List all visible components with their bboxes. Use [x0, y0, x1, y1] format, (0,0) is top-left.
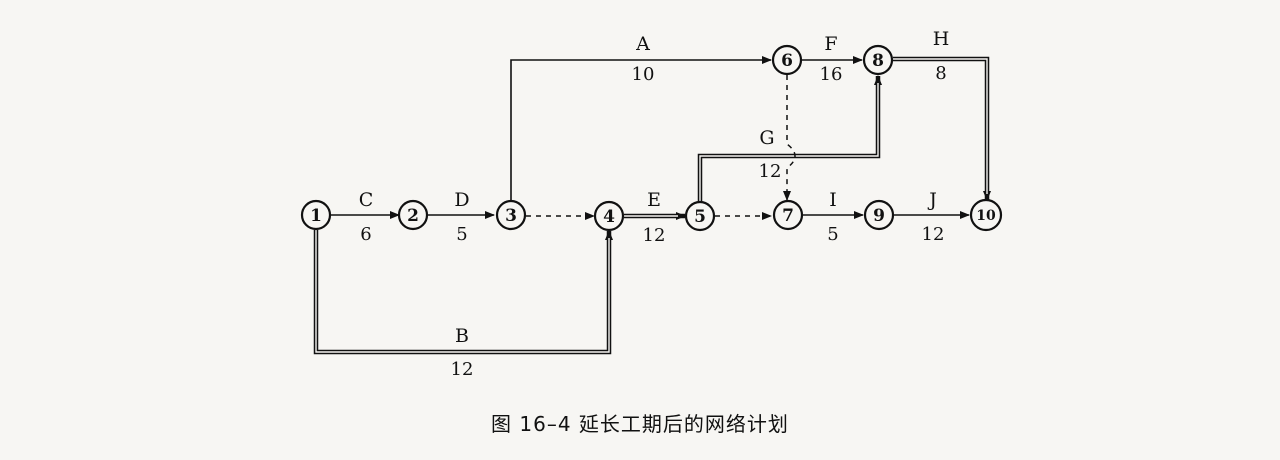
label-H: H	[933, 28, 950, 50]
node-9: 9	[863, 199, 895, 231]
node-5: 5	[684, 200, 716, 232]
label-C: C	[359, 189, 374, 211]
label-G: G	[759, 127, 774, 149]
duration-C: 6	[360, 224, 371, 245]
node-5-label: 5	[694, 207, 706, 227]
label-E: E	[647, 189, 661, 211]
node-3: 3	[495, 199, 527, 231]
node-3-label: 3	[505, 206, 517, 226]
duration-I: 5	[827, 224, 838, 245]
duration-F: 16	[820, 64, 843, 85]
duration-H: 8	[935, 63, 946, 84]
node-2-label: 2	[407, 206, 419, 226]
node-1: 1	[300, 199, 332, 231]
node-6-label: 6	[781, 51, 793, 71]
node-4-label: 4	[603, 207, 615, 227]
label-I: I	[829, 189, 837, 211]
label-A: A	[635, 33, 650, 55]
node-2: 2	[397, 199, 429, 231]
duration-B: 12	[451, 359, 474, 380]
arrow-A	[510, 56, 772, 201]
duration-A: 10	[632, 64, 655, 85]
arrow-G	[697, 75, 882, 201]
label-F: F	[824, 33, 837, 55]
duration-D: 5	[456, 224, 467, 245]
node-7: 7	[772, 199, 804, 231]
figure-caption: 图 16–4 延长工期后的网络计划	[491, 412, 789, 436]
duration-G: 12	[759, 161, 782, 182]
node-10: 10	[969, 198, 1003, 232]
node-4: 4	[593, 200, 625, 232]
label-B: B	[455, 325, 469, 347]
node-6: 6	[771, 44, 803, 76]
node-9-label: 9	[873, 206, 885, 226]
node-7-label: 7	[782, 206, 794, 226]
duration-E: 12	[643, 225, 666, 246]
duration-J: 12	[922, 224, 945, 245]
label-D: D	[454, 189, 469, 211]
dummy-6-7	[783, 75, 796, 201]
label-J: J	[927, 189, 937, 211]
node-1-label: 1	[310, 206, 322, 226]
node-8: 8	[862, 44, 894, 76]
node-8-label: 8	[872, 51, 884, 71]
node-10-label: 10	[976, 208, 996, 224]
